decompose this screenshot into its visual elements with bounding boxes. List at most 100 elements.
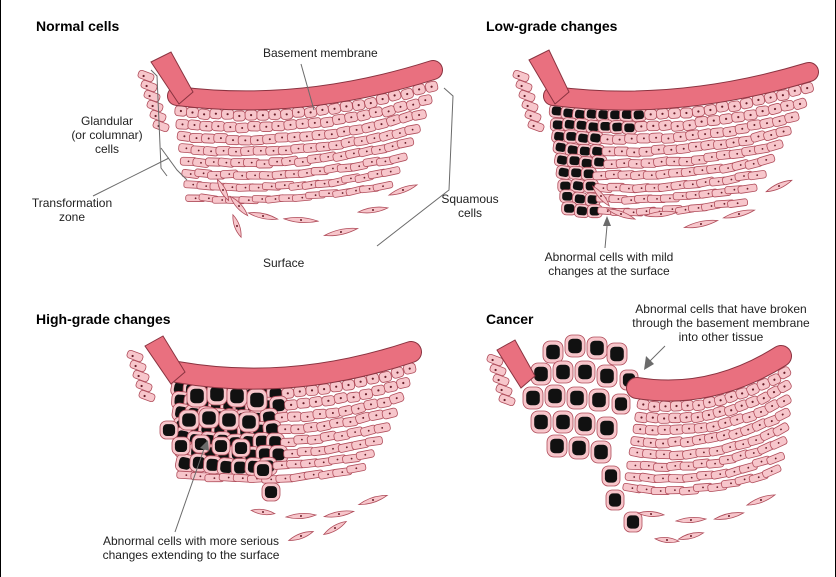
columnar-nucleus <box>518 75 520 77</box>
epithelial-cell <box>397 137 415 148</box>
low-grade-changes-illustration <box>512 50 814 230</box>
abnormal-nucleus <box>560 182 570 191</box>
columnar-cell <box>138 390 156 403</box>
abnormal-nucleus <box>622 110 633 119</box>
columnar-nucleus <box>146 85 148 87</box>
epithelial-cell <box>175 106 188 117</box>
abnormal-cell <box>575 413 595 435</box>
abnormal-nucleus <box>568 339 582 354</box>
epithelial-cell <box>222 109 234 119</box>
epithelial-cell <box>344 112 358 123</box>
surface-squame <box>746 493 776 508</box>
columnar-nucleus <box>144 395 146 397</box>
abnormal-cell <box>239 412 259 432</box>
surface-squame <box>322 519 347 536</box>
abnormal-cell <box>262 483 280 501</box>
surface-squame <box>251 508 275 516</box>
epithelial-cell <box>365 436 383 446</box>
epithelial-cell <box>418 94 433 106</box>
cell-nucleus <box>660 490 662 492</box>
epithelial-cell <box>383 381 398 393</box>
surface-squame <box>723 208 755 221</box>
abnormal-nucleus <box>610 111 620 120</box>
epithelial-cell <box>297 398 311 409</box>
epithelial-cell <box>776 89 790 101</box>
epithelial-cell <box>658 120 672 131</box>
epithelial-cell <box>306 385 319 396</box>
abnormal-cell <box>172 437 190 455</box>
epithelial-cell <box>363 398 379 410</box>
abnormal-nucleus <box>605 469 617 482</box>
abnormal-nucleus <box>257 464 269 476</box>
columnar-nucleus <box>138 375 140 377</box>
cell-nucleus <box>648 162 650 164</box>
abnormal-nucleus <box>526 391 540 406</box>
caption-low-grade-line-1: Abnormal cells with mild <box>529 250 689 264</box>
epithelial-cell <box>235 123 249 133</box>
epithelial-cell <box>681 400 694 411</box>
epithelial-cell <box>313 409 328 419</box>
epithelial-cell <box>283 119 297 130</box>
columnar-cell <box>527 120 545 133</box>
epithelial-cell <box>209 108 222 119</box>
abnormal-nucleus <box>574 194 585 204</box>
cell-nucleus <box>276 161 278 163</box>
abnormal-nucleus <box>215 440 227 452</box>
epithelial-cell <box>346 463 366 474</box>
epithelial-cell <box>756 105 770 116</box>
epithelial-cell <box>272 121 285 131</box>
abnormal-nucleus <box>598 110 609 120</box>
label-transformation-zone: Transformation zone <box>21 196 123 224</box>
abnormal-cell <box>199 408 219 428</box>
abnormal-nucleus <box>578 365 592 380</box>
abnormal-cell <box>553 361 573 383</box>
epithelial-cell <box>304 106 318 118</box>
surface-squame <box>676 516 706 523</box>
epithelial-cell <box>369 106 384 118</box>
abnormal-nucleus <box>600 369 614 384</box>
abnormal-nucleus <box>230 389 244 404</box>
abnormal-cell <box>545 385 565 407</box>
abnormal-nucleus <box>222 413 236 426</box>
caption-high-grade-line-1: Abnormal cells with more serious <box>81 534 301 548</box>
epithelial-cell <box>248 121 261 131</box>
epithelial-cell <box>775 126 791 138</box>
cancer-arrow-line <box>649 346 665 362</box>
abnormal-cell <box>591 441 611 463</box>
epithelial-cell <box>381 407 398 419</box>
surface-squame <box>284 216 318 223</box>
abnormal-cell <box>543 341 563 363</box>
epithelial-cell <box>396 377 411 389</box>
epithelial-cell <box>668 108 681 119</box>
surface-squame <box>765 178 793 194</box>
cell-nucleus <box>643 137 645 139</box>
label-squamous-line-2: cells <box>431 206 509 220</box>
abnormal-cluster <box>523 335 642 532</box>
abnormal-nucleus <box>235 442 247 454</box>
epithelial-cell <box>288 412 302 421</box>
abnormal-nucleus <box>572 181 583 191</box>
epithelial-cell <box>704 104 718 116</box>
epithelial-cell <box>211 121 225 131</box>
epithelial-cell <box>719 113 733 124</box>
membrane-hook <box>145 336 185 384</box>
epithelial-cell <box>368 409 385 421</box>
epithelial-cell <box>671 121 685 132</box>
abnormal-cell <box>247 389 267 411</box>
epithelial-cell <box>328 103 342 115</box>
abnormal-nucleus <box>265 486 277 498</box>
abnormal-nucleus <box>584 169 594 178</box>
surface-squame <box>714 510 744 521</box>
abnormal-nucleus <box>592 146 603 156</box>
abnormal-nucleus <box>553 120 564 129</box>
abnormal-nucleus <box>548 389 562 404</box>
abnormal-cell <box>589 389 609 411</box>
columnar-nucleus <box>149 95 151 97</box>
epithelial-cell <box>280 109 293 120</box>
epithelial-cell <box>292 107 304 118</box>
abnormal-nucleus <box>624 123 634 132</box>
epithelial-cell <box>656 108 669 120</box>
abnormal-nucleus <box>546 345 560 360</box>
